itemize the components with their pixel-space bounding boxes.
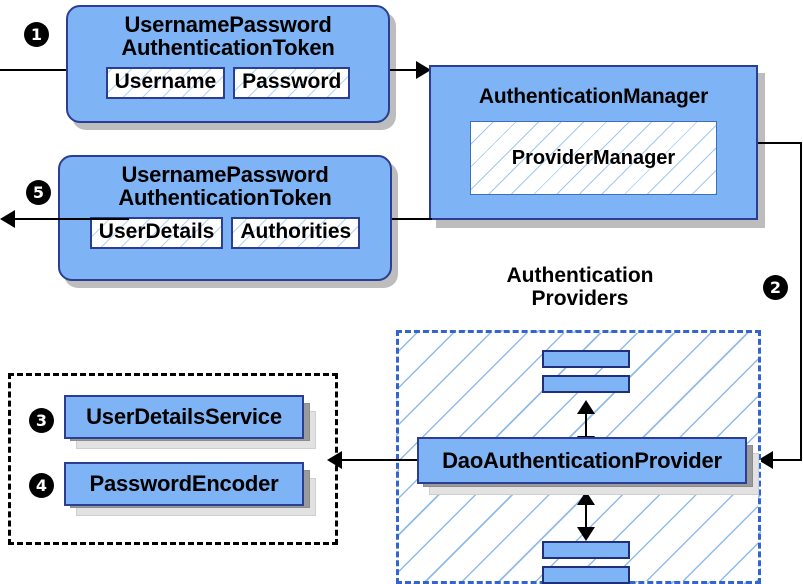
step-badge-2: 2	[763, 275, 788, 300]
collapsed-provider-bar-4[interactable]	[542, 566, 630, 584]
response-authentication-token-card[interactable]: UsernamePassword AuthenticationToken Use…	[58, 155, 392, 281]
user-details-service-box[interactable]: UserDetailsService	[64, 395, 304, 439]
step-badge-3: 3	[29, 408, 54, 433]
connector-dao-to-collaborators	[341, 459, 417, 461]
collapsed-provider-bar-1[interactable]	[542, 350, 630, 368]
step-badge-5: 5	[26, 180, 51, 205]
step-badge-1: 1	[24, 22, 49, 47]
arrow-head-up-top	[577, 400, 595, 414]
provider-manager-box: ProviderManager	[470, 121, 717, 195]
dao-authentication-provider-stack[interactable]: DaoAuthenticationProvider	[417, 437, 762, 495]
request-token-fields: Username Password	[105, 66, 351, 99]
step-badge-4: 4	[29, 473, 54, 498]
connector-response-out	[14, 218, 129, 220]
request-token-title: UsernamePassword AuthenticationToken	[121, 12, 335, 61]
connector-bottom-providers	[585, 503, 587, 531]
arrow-head-to-dao-provider	[758, 451, 773, 469]
dao-authentication-provider-box[interactable]: DaoAuthenticationProvider	[417, 437, 747, 484]
connector-step2-bottom	[772, 459, 802, 461]
password-encoder-stack[interactable]: PasswordEncoder	[64, 462, 324, 517]
connector-step2-vertical	[800, 142, 802, 460]
connector-request-in	[0, 69, 128, 71]
arrow-head-down-bottom	[577, 527, 595, 541]
collapsed-provider-bar-2[interactable]	[542, 375, 630, 393]
arrow-head-to-manager	[416, 61, 431, 79]
arrow-head-response-out	[0, 210, 15, 228]
response-token-fields: UserDetails Authorities	[89, 216, 361, 249]
arrow-head-to-collaborators	[327, 451, 342, 469]
authentication-providers-caption: Authentication Providers	[506, 264, 654, 311]
collaborators-container	[8, 373, 338, 545]
connector-step2-top	[758, 142, 802, 144]
field-username: Username	[105, 66, 226, 99]
authentication-manager-box[interactable]: AuthenticationManager ProviderManager	[429, 65, 758, 220]
collapsed-provider-bar-3[interactable]	[542, 541, 630, 559]
connector-top-providers	[585, 412, 587, 440]
user-details-service-stack[interactable]: UserDetailsService	[64, 395, 324, 450]
connector-token-to-manager	[390, 69, 422, 71]
connector-manager-to-response-token	[390, 218, 432, 220]
authentication-manager-title: AuthenticationManager	[478, 85, 709, 108]
field-password: Password	[233, 66, 351, 99]
field-authorities: Authorities	[231, 216, 361, 249]
request-authentication-token-card[interactable]: UsernamePassword AuthenticationToken Use…	[66, 5, 390, 123]
password-encoder-box[interactable]: PasswordEncoder	[64, 462, 304, 506]
field-userdetails: UserDetails	[89, 216, 224, 249]
response-token-title: UsernamePassword AuthenticationToken	[118, 162, 332, 211]
